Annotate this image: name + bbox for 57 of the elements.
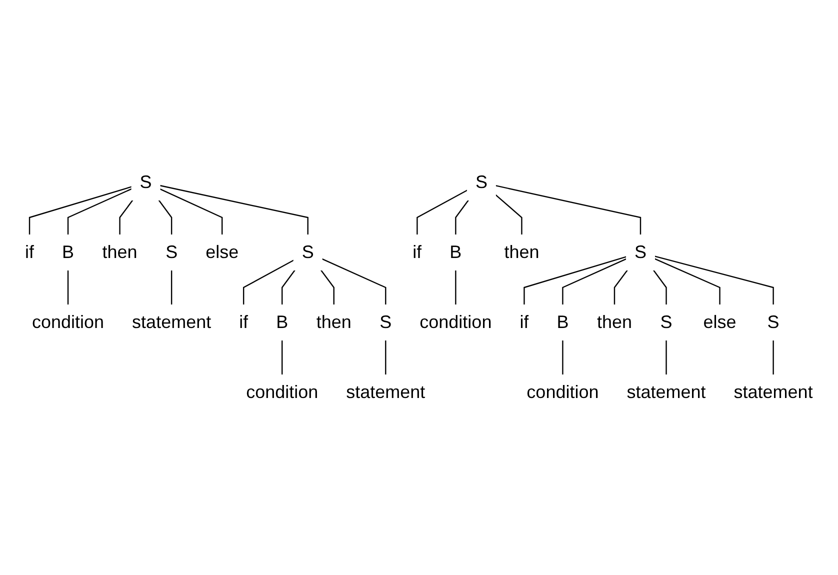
node-text: then — [102, 242, 138, 262]
node-text: statement — [626, 382, 706, 402]
node-text: condition — [526, 382, 599, 402]
node-text: B — [276, 312, 288, 332]
node-text: statement — [346, 382, 426, 402]
node-text: B — [556, 312, 569, 332]
node-text: condition — [32, 312, 104, 332]
connector — [160, 184, 309, 235]
node-text: then — [316, 312, 352, 332]
node-text: then — [504, 242, 540, 262]
connector — [68, 188, 132, 235]
connector — [29, 186, 132, 235]
node-text: else — [703, 312, 736, 332]
node-text: S — [767, 312, 780, 332]
node-text: condition — [246, 382, 318, 402]
node-text: else — [206, 242, 239, 262]
connector — [68, 270, 69, 305]
node-text: S — [166, 242, 178, 262]
connector — [455, 200, 470, 235]
connector — [320, 270, 335, 305]
node-text: S — [634, 242, 647, 262]
connector — [652, 270, 667, 305]
connector — [119, 200, 134, 235]
connector — [171, 270, 172, 305]
node-text: if — [25, 242, 34, 262]
connector — [562, 258, 627, 305]
connector — [654, 256, 774, 305]
node-text: B — [62, 242, 74, 262]
node-text: condition — [420, 312, 492, 332]
node-text: S — [302, 242, 314, 262]
connector — [158, 200, 172, 235]
node-text: if — [520, 312, 529, 332]
connector — [160, 188, 223, 235]
connector — [666, 340, 667, 375]
node-text: if — [412, 242, 422, 262]
node-text: B — [450, 242, 462, 262]
connector — [524, 256, 627, 305]
connector — [772, 340, 774, 375]
node-text: then — [597, 312, 632, 332]
connector — [495, 194, 522, 235]
node-text: S — [380, 312, 392, 332]
node-text: S — [476, 172, 488, 192]
connector — [455, 270, 456, 305]
connector — [614, 270, 628, 305]
connector — [562, 340, 564, 375]
node-text: statement — [734, 382, 813, 402]
connector — [243, 260, 294, 305]
connector — [416, 190, 468, 235]
node-text: S — [660, 312, 672, 332]
connector — [654, 258, 720, 305]
connector — [282, 270, 296, 305]
connector — [282, 340, 283, 375]
node-text: statement — [132, 312, 212, 332]
connector — [495, 185, 642, 235]
connector — [385, 340, 386, 375]
connector — [322, 258, 386, 305]
node-text: if — [239, 312, 248, 332]
